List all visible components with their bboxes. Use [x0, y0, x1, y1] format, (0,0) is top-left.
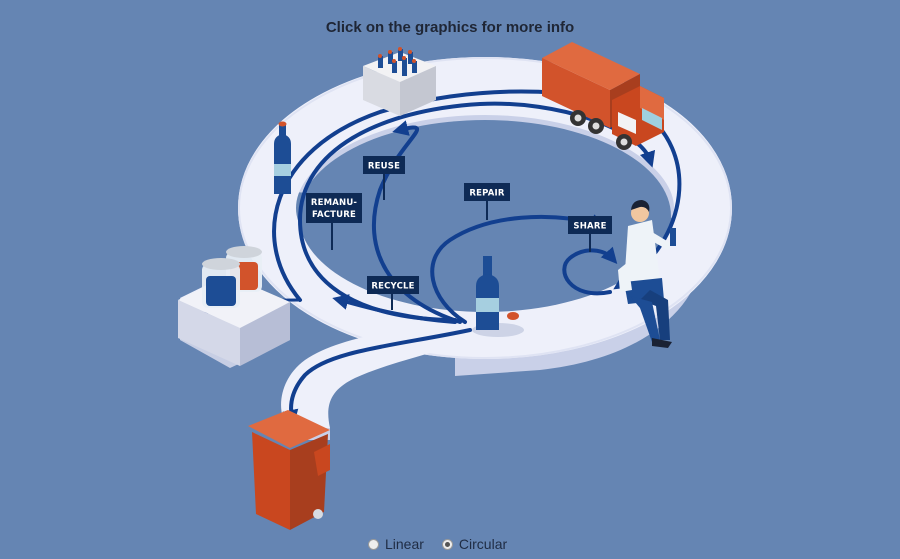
svg-text:REMANU-: REMANU-: [311, 198, 358, 208]
circular-radio[interactable]: [441, 538, 453, 550]
reuse-loop-arrow: [371, 120, 462, 324]
linear-label: Linear: [385, 536, 424, 552]
person-sharing-graphic[interactable]: [618, 200, 676, 348]
line-to-bin-arrow: [282, 328, 472, 426]
label-reuse[interactable]: REUSE: [363, 156, 405, 200]
view-mode-selector: Linear Circular: [368, 535, 507, 553]
linear-option[interactable]: Linear: [368, 536, 424, 552]
bottle-graphic-left[interactable]: [274, 121, 291, 195]
circular-option[interactable]: Circular: [441, 536, 508, 552]
svg-text:REPAIR: REPAIR: [469, 189, 505, 199]
bottle-graphic-center[interactable]: [472, 256, 524, 337]
label-repair[interactable]: REPAIR: [464, 183, 510, 220]
label-share[interactable]: SHARE: [568, 216, 612, 252]
waste-bin-graphic[interactable]: [248, 410, 330, 530]
circular-label: Circular: [458, 536, 508, 552]
svg-text:FACTURE: FACTURE: [312, 210, 356, 220]
svg-text:REUSE: REUSE: [368, 162, 400, 172]
jars-graphic[interactable]: [178, 246, 290, 366]
page-title: Click on the graphics for more info: [325, 19, 575, 36]
share-loop-arrow: [562, 246, 618, 296]
repair-loop-arrow: [430, 214, 608, 324]
label-recycle[interactable]: RECYCLE: [367, 276, 419, 310]
delivery-truck-graphic[interactable]: [542, 42, 664, 150]
svg-text:SHARE: SHARE: [573, 222, 606, 232]
recycle-arrow: [332, 294, 457, 324]
outer-loop-arrow: [272, 89, 682, 302]
svg-text:RECYCLE: RECYCLE: [371, 282, 414, 292]
linear-radio[interactable]: [368, 538, 379, 550]
label-remanufacture[interactable]: REMANU- FACTURE: [306, 193, 362, 250]
bottle-crate-graphic[interactable]: [363, 47, 436, 116]
